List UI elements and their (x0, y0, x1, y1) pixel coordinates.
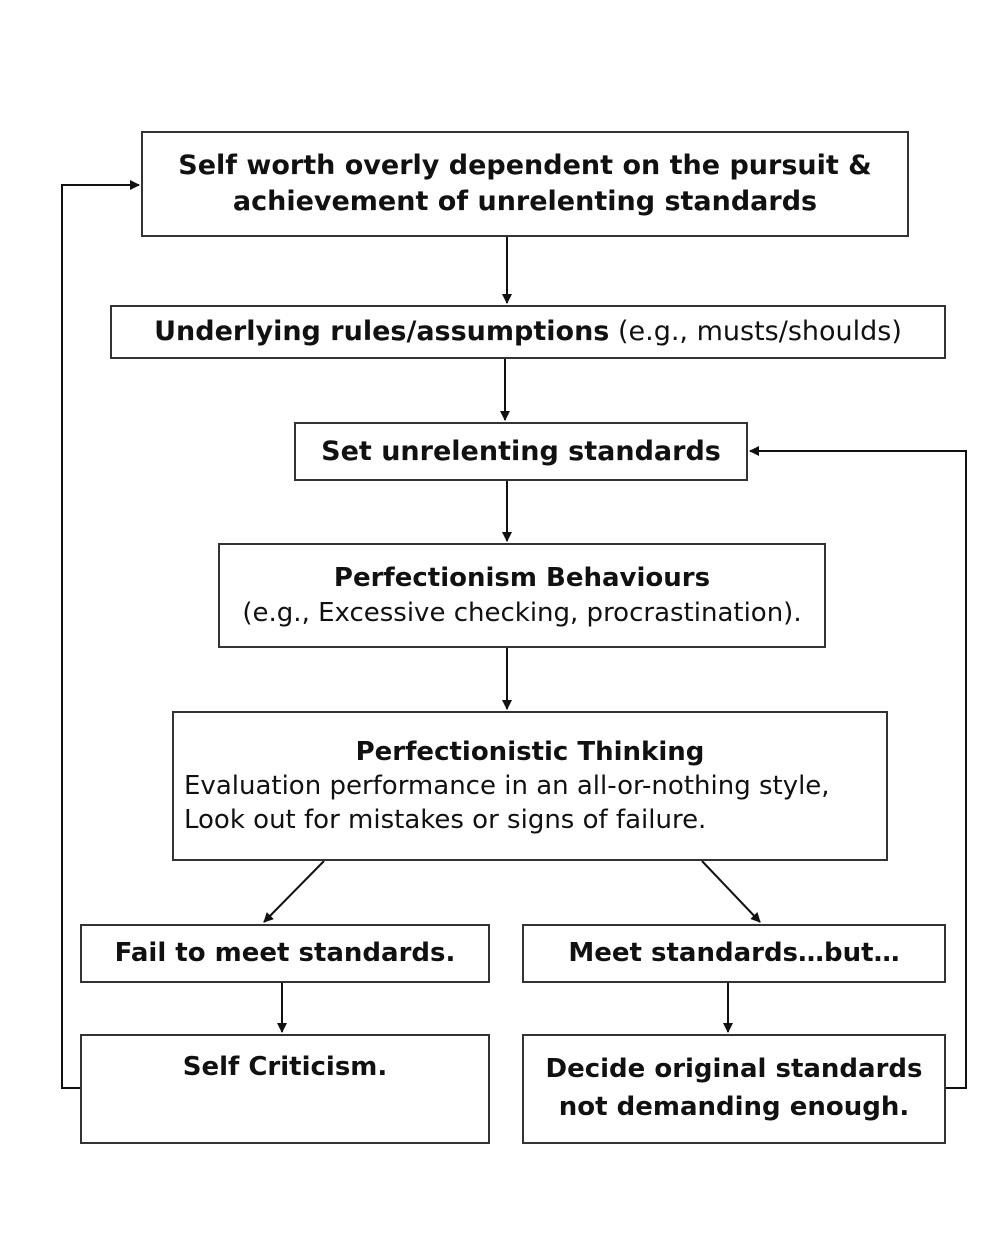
underlying-rules-title: Underlying rules/assumptions (154, 316, 610, 348)
node-self-criticism: Self Criticism. (80, 1034, 490, 1144)
set-standards-title: Set unrelenting standards (321, 435, 721, 467)
node-meet-standards: Meet standards…but… (522, 924, 946, 983)
arrow-thinking-to-fail (263, 860, 325, 923)
arrow-criticism-to-self-worth (61, 180, 140, 1089)
behaviours-detail: (e.g., Excessive checking, procrastinati… (242, 597, 802, 628)
criticism-title: Self Criticism. (182, 1052, 388, 1082)
decide-line-2: not demanding enough. (558, 1092, 910, 1122)
thinking-title: Perfectionistic Thinking (355, 736, 705, 767)
node-set-standards: Set unrelenting standards (294, 422, 748, 481)
fail-title: Fail to meet standards. (114, 938, 456, 969)
node-fail-to-meet-standards: Fail to meet standards. (80, 924, 490, 983)
underlying-rules-detail: (e.g., musts/shoulds) (617, 316, 902, 348)
node-decide-standards: Decide original standards not demanding … (522, 1034, 946, 1144)
node-self-worth: Self worth overly dependent on the pursu… (141, 131, 909, 237)
arrow-decide-to-set-standards (749, 446, 967, 1089)
thinking-line-2: Look out for mistakes or signs of failur… (184, 805, 707, 836)
node-underlying-rules: Underlying rules/assumptions (e.g., must… (110, 305, 946, 359)
decide-line-1: Decide original standards (545, 1054, 923, 1085)
self-worth-line-2: achievement of unrelenting standards (232, 186, 818, 217)
thinking-line-1: Evaluation performance in an all-or-noth… (184, 770, 830, 801)
meet-title: Meet standards…but… (568, 938, 900, 969)
node-perfectionism-behaviours: Perfectionism Behaviours (e.g., Excessiv… (218, 543, 826, 648)
arrow-thinking-to-meet (701, 860, 761, 923)
underlying-rules-text: Underlying rules/assumptions (e.g., must… (154, 314, 902, 350)
self-worth-line-1: Self worth overly dependent on the pursu… (178, 150, 872, 182)
node-perfectionistic-thinking: Perfectionistic Thinking Evaluation perf… (172, 711, 888, 861)
behaviours-title: Perfectionism Behaviours (333, 563, 711, 594)
